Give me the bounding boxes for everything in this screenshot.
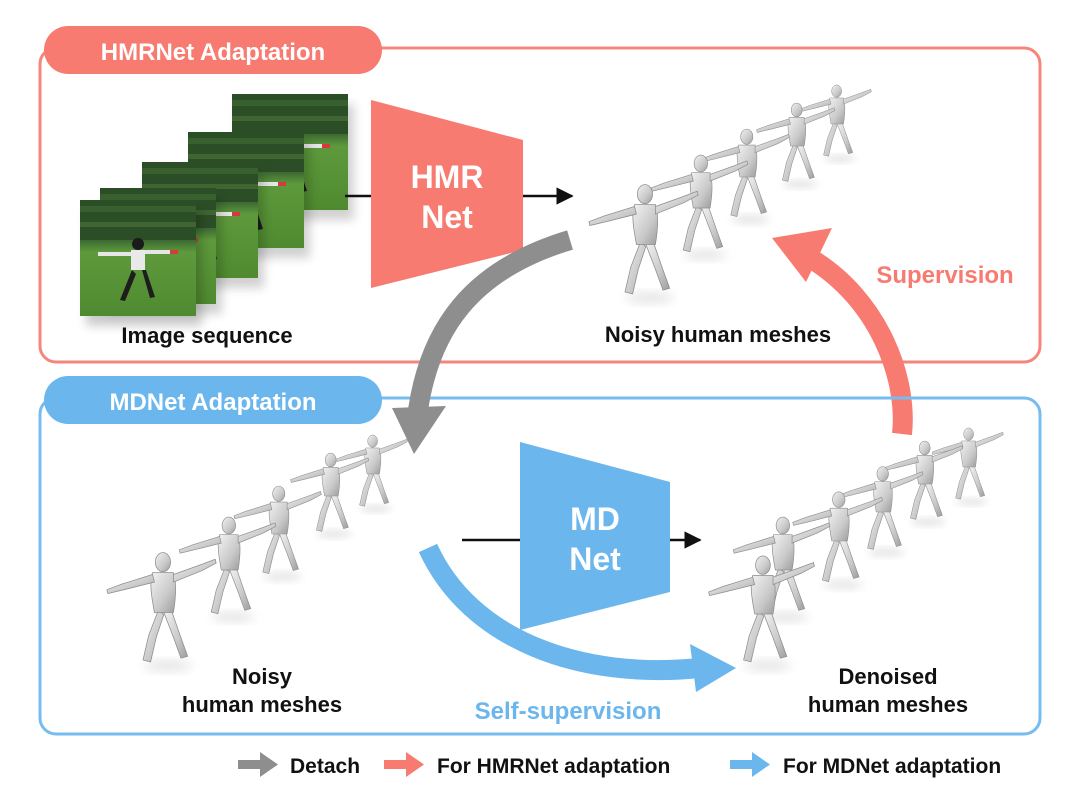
denoised-meshes <box>709 428 1004 670</box>
hmrnet-block <box>371 100 523 288</box>
arrow-right-icon <box>238 752 278 777</box>
hmr-section-border <box>38 46 1042 364</box>
mdnet-label-line2: Net <box>569 541 621 577</box>
md-section-title-badge <box>44 376 382 424</box>
legend-label-detach: Detach <box>290 755 360 778</box>
noisy-meshes-top-label: Noisy human meshes <box>605 322 831 347</box>
image-sequence <box>80 94 354 326</box>
hmr-section-title: HMRNet Adaptation <box>101 39 325 66</box>
self-supervision-label: Self-supervision <box>475 698 662 725</box>
supervision-arrow <box>772 228 913 436</box>
mdnet-block <box>520 442 670 630</box>
image-sequence-label: Image sequence <box>121 323 292 348</box>
legend-label-hmrnet: For HMRNet adaptation <box>437 755 670 778</box>
hmrnet-label-line2: Net <box>421 199 473 235</box>
md-section-title: MDNet Adaptation <box>109 389 316 416</box>
self-supervision-arrow <box>418 543 736 692</box>
legend: Detach For HMRNet adaptation For MDNet a… <box>238 752 1001 778</box>
md-section-border <box>38 396 1042 736</box>
legend-item-detach: Detach <box>238 752 360 778</box>
hmr-section-title-badge <box>44 26 382 74</box>
legend-item-hmrnet: For HMRNet adaptation <box>384 752 670 778</box>
supervision-label: Supervision <box>876 262 1013 289</box>
noisy-meshes-bottom-label-line1: Noisy <box>232 664 293 689</box>
legend-label-mdnet: For MDNet adaptation <box>783 755 1001 778</box>
denoised-meshes-label-line2: human meshes <box>808 692 968 717</box>
hmrnet-label-line1: HMR <box>411 159 484 195</box>
arrow-right-icon <box>730 752 770 777</box>
noisy-meshes-bottom <box>107 435 407 671</box>
arrow-right-icon <box>384 752 424 777</box>
legend-item-mdnet: For MDNet adaptation <box>730 752 1001 778</box>
detach-arrow <box>392 230 573 454</box>
denoised-meshes-label-line1: Denoised <box>838 664 937 689</box>
mdnet-label-line1: MD <box>570 501 620 537</box>
noisy-meshes-bottom-label-line2: human meshes <box>182 692 342 717</box>
